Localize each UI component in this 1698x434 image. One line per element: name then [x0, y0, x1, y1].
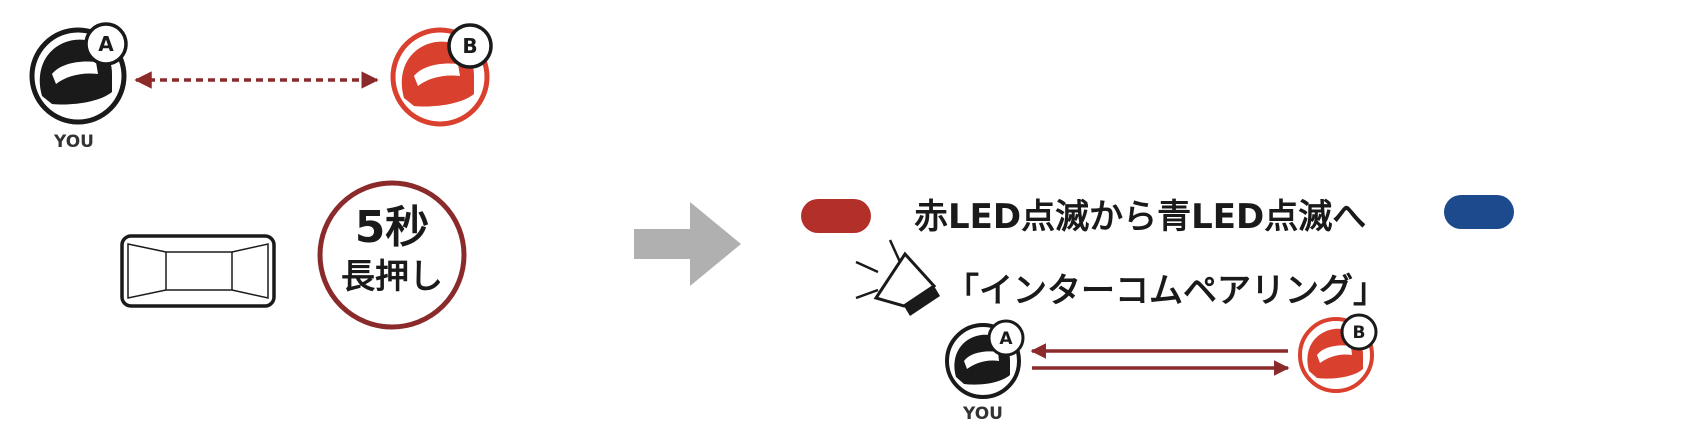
you-label: YOU: [962, 404, 1003, 424]
press-duration-line1: 5秒: [355, 202, 430, 253]
helmet-b-badge-label: B: [462, 34, 477, 58]
press-duration-badge: 5秒 長押し: [317, 180, 467, 330]
bottom-helmet-a: A YOU: [945, 319, 1025, 424]
badge-b: B: [447, 23, 493, 69]
led-red-icon: [801, 199, 871, 233]
badge-a: A: [987, 319, 1025, 357]
badge-b: B: [1340, 313, 1378, 351]
you-label: YOU: [53, 132, 94, 152]
badge-a: A: [84, 22, 128, 66]
top-helmet-b: B: [390, 23, 493, 127]
voice-prompt-text: 「インターコムペアリング」: [945, 271, 1387, 311]
bottom-helmet-b: B: [1298, 313, 1378, 393]
arrow-right-icon: [634, 202, 741, 286]
led-status-text: 赤LED点滅から青LED点滅へ: [914, 197, 1366, 237]
helmet-a-badge-label: A: [999, 329, 1013, 349]
speaker-icon: [855, 239, 940, 316]
top-helmet-a: A YOU: [29, 22, 128, 152]
press-duration-line2: 長押し: [341, 257, 443, 297]
led-blue-icon: [1444, 195, 1514, 229]
helmet-b-badge-label: B: [1353, 323, 1366, 343]
helmet-a-badge-label: A: [98, 32, 114, 56]
button-icon: [120, 234, 276, 308]
